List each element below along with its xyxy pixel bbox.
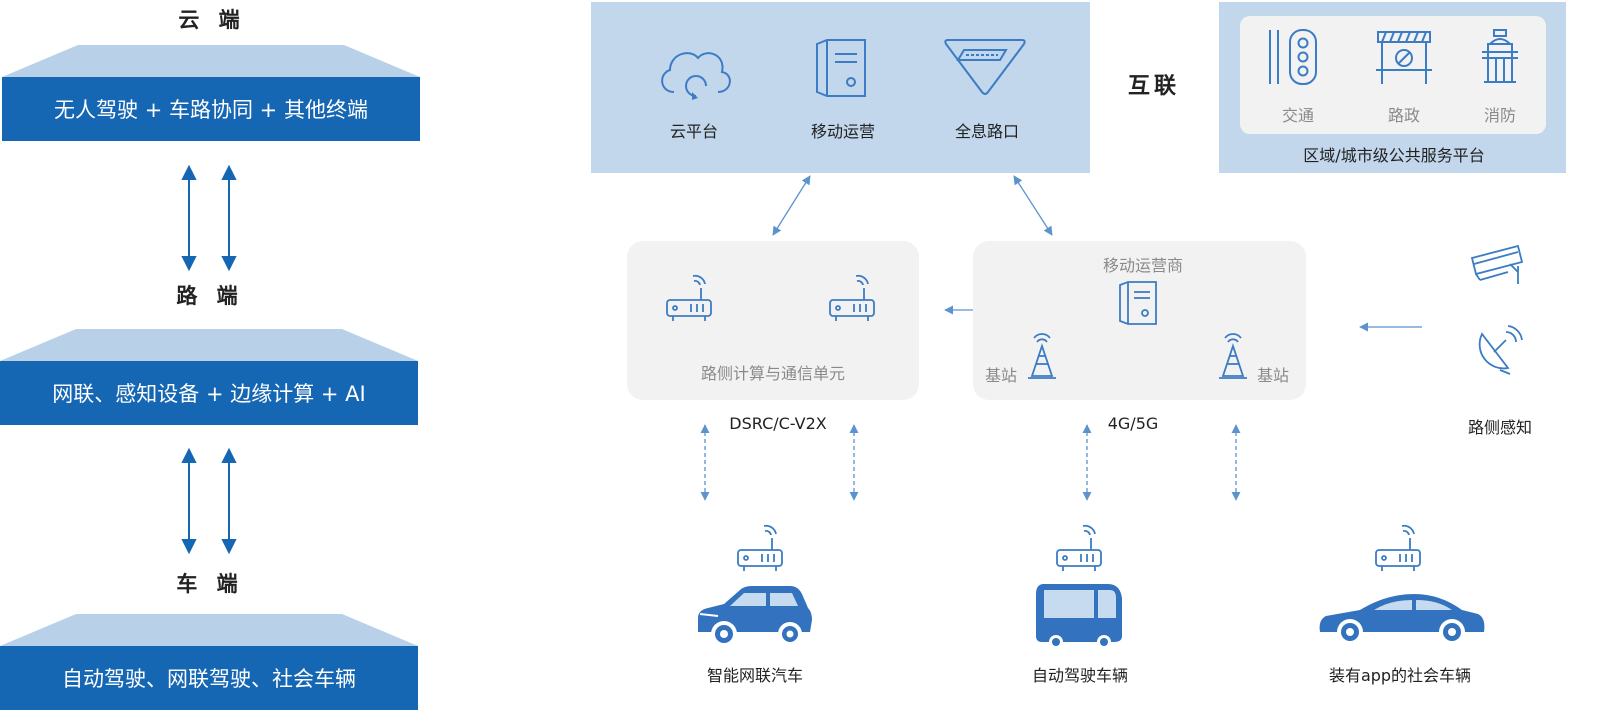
operator-title: 移动运营商 xyxy=(1102,256,1183,275)
base-station-left-icon xyxy=(1028,333,1056,379)
vehicle3-router-icon xyxy=(1375,524,1421,571)
smart-connected-car-icon xyxy=(698,586,812,647)
holographic-intersection-icon xyxy=(944,39,1026,95)
rsu-router-icon-right xyxy=(829,274,875,321)
interconnect-label: 互联 xyxy=(1128,74,1181,99)
operator-server-icon xyxy=(1119,281,1157,325)
cloud-trapezoid xyxy=(2,45,420,77)
traffic-label: 交通 xyxy=(1281,106,1314,125)
fire-hydrant-icon xyxy=(1482,29,1518,83)
autonomous-vehicle-label: 自动驾驶车辆 xyxy=(1031,666,1128,685)
network-label: 4G/5G xyxy=(1107,414,1159,433)
camera-icon xyxy=(1470,244,1524,284)
road-trapezoid xyxy=(0,329,418,361)
road-layer-title: 路 端 xyxy=(176,284,244,308)
cloud-panel xyxy=(591,2,1090,173)
vehicle-trapezoid xyxy=(0,614,418,646)
cloud-layer-title: 云 端 xyxy=(178,8,246,32)
rsu-router-icon-left xyxy=(666,274,712,321)
cloud-layer-bar: 无人驾驶 + 车路协同 + 其他终端 xyxy=(2,77,420,141)
vehicle2-router-icon xyxy=(1056,524,1102,571)
traffic-light-icon xyxy=(1269,29,1317,85)
social-vehicle-icon xyxy=(1319,594,1485,645)
operator-card xyxy=(973,241,1306,400)
rsu-caption: 路侧计算与通信单元 xyxy=(700,364,845,383)
smart-connected-car-label: 智能网联汽车 xyxy=(706,666,803,685)
base-station-left-label: 基站 xyxy=(984,366,1017,385)
rsu-card xyxy=(627,241,919,400)
road-vehicle-arrows xyxy=(181,447,237,555)
fire-label: 消防 xyxy=(1483,106,1516,125)
cloud-platform-label: 云平台 xyxy=(669,122,718,141)
dsrc-label: DSRC/C-V2X xyxy=(729,414,827,433)
road-barrier-icon xyxy=(1376,31,1432,84)
mobile-operation-label: 移动运营 xyxy=(810,122,875,141)
road-layer-bar: 网联、感知设备 + 边缘计算 + AI xyxy=(0,361,418,425)
vehicle1-router-icon xyxy=(737,524,783,571)
road-admin-label: 路政 xyxy=(1387,106,1420,125)
holographic-intersection-label: 全息路口 xyxy=(954,122,1019,141)
vehicle-layer-bar: 自动驾驶、网联驾驶、社会车辆 xyxy=(0,646,418,710)
vehicle-layer-title: 车 端 xyxy=(176,572,244,596)
server-icon xyxy=(816,39,866,97)
roadside-sensing-caption: 路侧感知 xyxy=(1467,418,1532,437)
public-platform-caption: 区域/城市级公共服务平台 xyxy=(1303,146,1485,165)
social-vehicle-label: 装有app的社会车辆 xyxy=(1328,666,1472,685)
cloud-road-arrows xyxy=(181,164,237,272)
base-station-right-icon xyxy=(1219,333,1247,379)
cloud-icon xyxy=(661,52,731,100)
autonomous-bus-icon xyxy=(1036,584,1122,649)
base-station-right-label: 基站 xyxy=(1256,366,1289,385)
radar-icon xyxy=(1478,325,1523,375)
